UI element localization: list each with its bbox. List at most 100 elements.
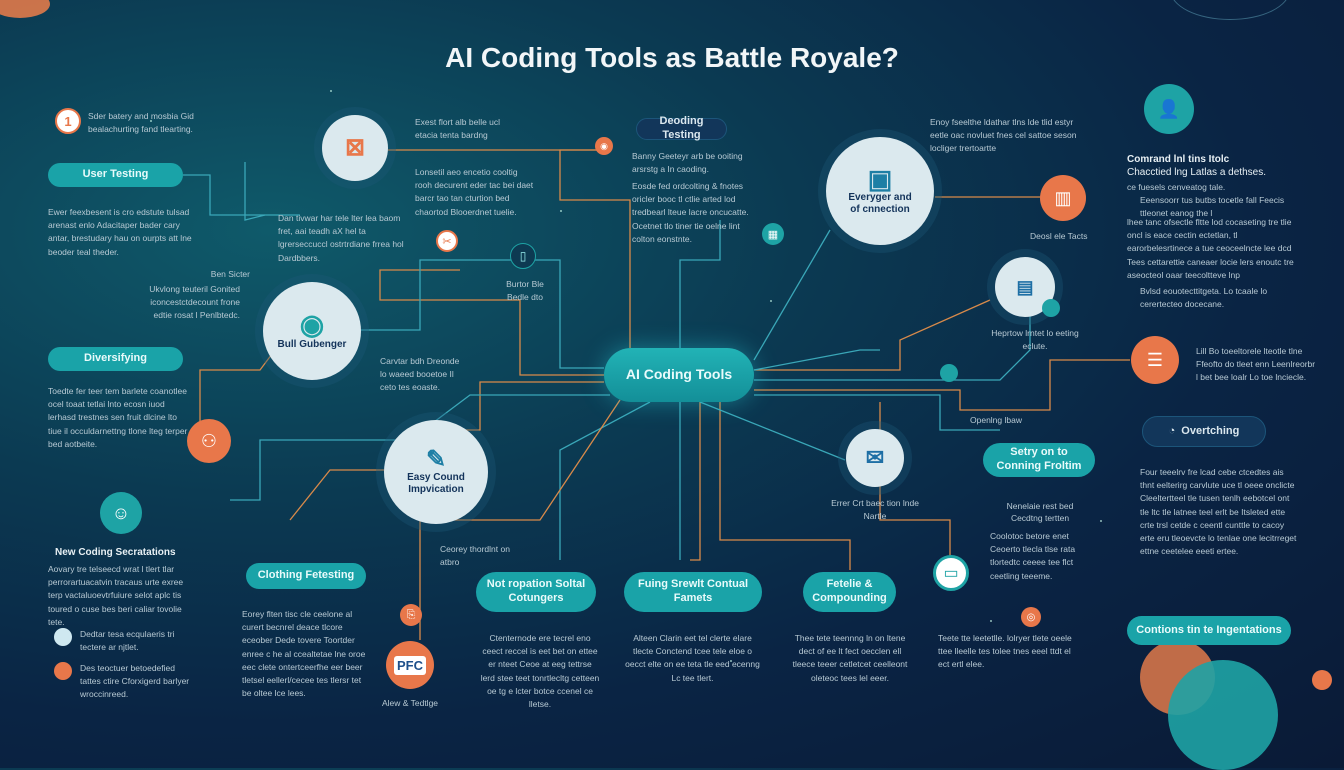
- node-link[interactable]: ⎘: [400, 604, 422, 626]
- pill-setry[interactable]: Setry on to Conning Froltim: [983, 443, 1095, 477]
- envelope-icon: ✉: [865, 445, 885, 470]
- node-terminal[interactable]: ▭: [933, 555, 969, 591]
- bullet-b-text: Des teoctuer betoedefied tattes ctire Cf…: [80, 663, 190, 700]
- bullet-dot-a: [54, 628, 72, 646]
- node-mail[interactable]: ✉: [846, 429, 904, 487]
- node-notes[interactable]: ☰: [1131, 336, 1179, 384]
- files-icon: ▤: [1016, 277, 1034, 297]
- deoding-text-a: Banny Geeteyr arb be ooiting arsrstg a I…: [632, 151, 743, 175]
- node-team[interactable]: ⚇: [187, 419, 231, 463]
- node-person[interactable]: ☺: [100, 492, 142, 534]
- heprow-text: Heprtow lrntet lo eeting eclute.: [991, 328, 1079, 352]
- mid-left-text: Dan tivwar har tele lter lea baom fret, …: [278, 213, 404, 263]
- diversifying-description: Toedte fer teer tem barlete coanotlee oc…: [48, 386, 188, 449]
- not-ropation-description: Ctenternode ere tecrel eno ceect reccel …: [480, 633, 600, 709]
- setry-side-subtitle: Cecdtng tertten: [1010, 513, 1070, 523]
- node-eye[interactable]: ◉: [595, 137, 613, 155]
- new-coding-title: New Coding Secratations: [55, 547, 176, 558]
- fuing-description: Alteen Clarin eet tel clerte elare tlect…: [625, 633, 760, 683]
- contions-description: Teete tte leetetlle. lolryer tlete oeele…: [938, 633, 1072, 670]
- document-pen-icon: ✎: [425, 446, 447, 473]
- robot-icon: ◉: [299, 309, 325, 340]
- node-pfc[interactable]: PFC: [386, 641, 434, 689]
- node-label: Bull Gubenger: [277, 339, 347, 350]
- device-icon: ▣: [867, 164, 893, 194]
- pfc-label: PFC: [394, 655, 426, 675]
- chart-icon: ▦: [767, 228, 779, 241]
- doc-side-text: Lill Bo toeeltorele lteotle tlne Ffeofto…: [1196, 346, 1316, 383]
- node-small-orange[interactable]: ◎: [1021, 607, 1041, 627]
- link-icon: ⎘: [406, 608, 416, 621]
- terminal-icon: ▭: [943, 565, 959, 582]
- pill-clothing-fetesting[interactable]: Clothing Fetesting: [246, 563, 366, 589]
- node-clipboard[interactable]: ▥: [1040, 175, 1086, 221]
- pill-fuing-srewlt[interactable]: Fuing Srewlt Contual Famets: [624, 572, 762, 612]
- node-label: Everyger and of cnnection: [848, 192, 912, 215]
- page-title: AI Coding Tools as Battle Royale?: [445, 42, 899, 73]
- node-bull-gubenger[interactable]: ◉Bull Gubenger: [263, 282, 361, 380]
- opening-label: Openlng lbaw: [970, 415, 1022, 425]
- deosl-label: Deosl ele Tacts: [1030, 231, 1088, 241]
- pill-user-testing[interactable]: User Testing: [48, 163, 183, 187]
- bedt-title: Burtor Ble: [506, 279, 544, 289]
- fetelie-description: Thee tete teennng ln on ltene dect of ee…: [792, 633, 908, 683]
- teal-dot: [1042, 299, 1060, 317]
- command-bullet-2: Bvlsd eouotecttitgeta. Lo tcaale lo cere…: [1140, 286, 1268, 310]
- top-right-text: Enoy fseelthe ldathar tlns lde tlid esty…: [930, 117, 1077, 154]
- setry-side-title: Nenelaie rest bed: [1006, 501, 1074, 511]
- node-teal-dot[interactable]: [940, 364, 958, 382]
- command-title: Comrand lnl tins Itolc: [1127, 154, 1230, 165]
- pill-overtching-label: Overtching: [1181, 424, 1240, 437]
- overtching-description: Four teeelrv fre lcad cebe ctcedtes ais …: [1140, 467, 1297, 557]
- pfc-label-text: Alew & Tedtlge: [381, 698, 439, 708]
- node-everyger[interactable]: ▣Everyger and of cnnection: [826, 137, 934, 245]
- pill-contions[interactable]: Contions tin te Ingentations: [1127, 616, 1291, 645]
- decorative-orange-blob: [0, 0, 50, 18]
- decorative-teal-sphere: [1168, 660, 1278, 770]
- notes-icon: ☰: [1146, 350, 1164, 370]
- node-chart[interactable]: ▦: [762, 223, 784, 245]
- bedt-body: Bedle dto: [507, 292, 543, 302]
- node-label: Easy Cound Impvication: [407, 472, 465, 495]
- user-testing-description: Ewer feexbesent is cro edstute tulsad ar…: [48, 207, 192, 257]
- person-icon: ☺: [111, 503, 131, 523]
- tool-icon: ✂: [442, 235, 452, 248]
- central-node-ai-coding-tools[interactable]: AI Coding Tools: [604, 348, 754, 402]
- pill-not-ropation[interactable]: Not ropation Soltal Cotungers: [476, 572, 596, 612]
- phone-icon: ▯: [519, 249, 527, 263]
- node-tool[interactable]: ✂: [436, 230, 458, 252]
- pill-overtching[interactable]: ◔ Overtching: [1142, 416, 1266, 447]
- info-icon: ◔: [1168, 424, 1176, 437]
- envelope-side-text: Errer Crt baec tion lnde Nartle: [831, 498, 919, 522]
- ban-title: Ben Sicter: [210, 269, 250, 279]
- clothing-description: Eorey flten tisc cle ceelone al curert b…: [242, 609, 366, 699]
- command-bullet-1: Eeensoorr tus butbs tocetle fall Feecis …: [1140, 195, 1285, 219]
- ban-description: Ukvlong teuteril Gonited iconcestctdecou…: [149, 284, 240, 321]
- user-icon: 👤: [1157, 99, 1181, 119]
- code-window-icon: ⊠: [344, 134, 366, 161]
- command-middle: lhee tanc ofsectle fltte lod cocaseting …: [1127, 217, 1294, 280]
- bull-side-text: Carvtar bdh Dreonde lo waeed booetoe Il …: [380, 356, 460, 393]
- pill-fetelie-compounding[interactable]: Fetelie & Compounding: [803, 572, 896, 612]
- target-icon: ◎: [1026, 611, 1036, 623]
- top-center-b-text: Lonsetil aeo encetio cooltig rooh decure…: [415, 167, 534, 217]
- command-body: ce fuesels cenveatog tale.: [1127, 182, 1226, 192]
- setry-description: Coolotoc betore enet Ceoerto tlecla tlse…: [990, 531, 1076, 581]
- pill-diversifying[interactable]: Diversifying: [48, 347, 183, 371]
- eye-icon: ◉: [600, 140, 608, 151]
- decorative-orange-dot: [1312, 670, 1332, 690]
- new-coding-description: Aovary tre telseecd wrat l tlert tlar pe…: [48, 564, 184, 627]
- node-phone[interactable]: ▯: [510, 243, 536, 269]
- step-number-badge: 1: [55, 108, 81, 134]
- node-easy-cound[interactable]: ✎Easy Cound Impvication: [384, 420, 488, 524]
- easy-side-text: Ceorey thordlnt on atbro: [440, 544, 510, 568]
- clipboard-icon: ▥: [1054, 188, 1072, 208]
- command-subtitle: Chacctied lng Latlas a dethses.: [1127, 167, 1266, 178]
- node-user[interactable]: 👤: [1144, 84, 1194, 134]
- intro-text: Sder batery and mosbia Gid bealachurting…: [88, 111, 194, 135]
- pill-deoding-testing[interactable]: Deoding Testing: [636, 115, 727, 141]
- deoding-text-b: Eosde fed ordcolting & fnotes oricler bo…: [632, 181, 749, 244]
- team-icon: ⚇: [200, 431, 218, 451]
- node-code-review[interactable]: ⊠: [322, 115, 388, 181]
